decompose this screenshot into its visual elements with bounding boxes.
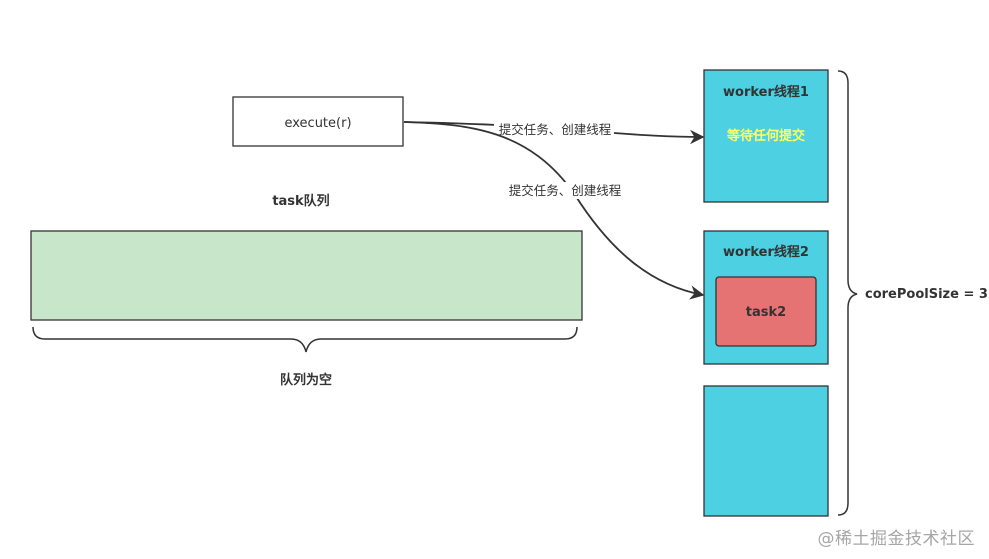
execute-label: execute(r) <box>284 116 351 131</box>
worker-1: worker线程1 等待任何提交 <box>703 69 829 203</box>
worker-2: worker线程2 task2 <box>703 230 829 365</box>
arrow-to-worker1: 提交任务、创建线程 <box>403 121 705 145</box>
queue-brace <box>32 326 578 353</box>
worker-1-status: 等待任何提交 <box>726 128 805 144</box>
arrow-label-worker2: 提交任务、创建线程 <box>509 183 622 198</box>
arrow-label-worker1: 提交任务、创建线程 <box>499 122 612 137</box>
execute-node: execute(r) <box>232 96 404 147</box>
worker-1-title: worker线程1 <box>723 84 809 100</box>
watermark: @稀土掘金技术社区 <box>817 529 975 549</box>
task2-label: task2 <box>746 305 786 320</box>
worker-2-title: worker线程2 <box>723 244 809 260</box>
pool-size-label: corePoolSize = 3 <box>865 287 988 302</box>
pool-brace-group: corePoolSize = 3 <box>837 70 988 516</box>
queue-empty-label: 队列为空 <box>280 372 332 388</box>
task-queue: task队列 队列为空 <box>30 193 583 388</box>
arrow-to-worker2: 提交任务、创建线程 <box>403 121 705 300</box>
pool-brace <box>837 70 858 516</box>
queue-title: task队列 <box>272 193 329 209</box>
task2-box <box>715 276 817 347</box>
worker-3 <box>703 385 829 517</box>
queue-body <box>30 230 583 321</box>
